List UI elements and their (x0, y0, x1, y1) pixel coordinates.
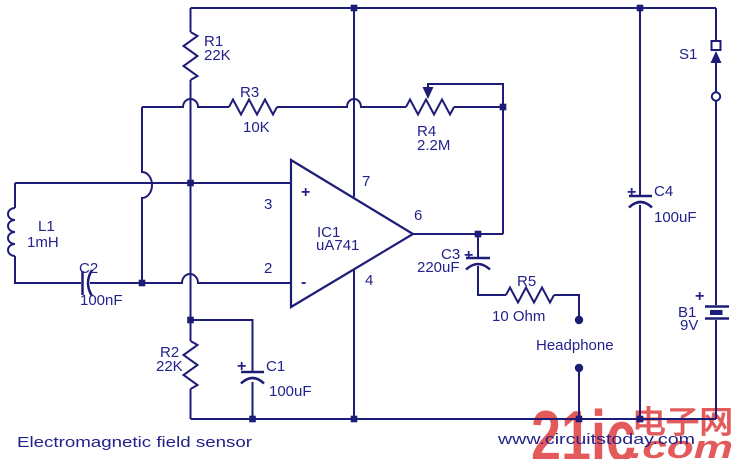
c3-value: 220uF (417, 259, 460, 276)
junction-dot (187, 179, 194, 187)
inductor-value: 1mH (27, 234, 59, 251)
opamp-ref: IC1 (317, 224, 340, 241)
junction-dot (636, 415, 644, 423)
junction-dot (350, 415, 358, 423)
s1-top-terminal (710, 40, 722, 51)
junction-dot (187, 316, 194, 324)
pin2-wire-with-hop (90, 273, 290, 284)
b1-ref: B1 (678, 304, 696, 321)
r3-r4-wire-with-hops (142, 98, 503, 108)
r5-value: 10 Ohm (492, 308, 545, 325)
watermark-21ic: 21ic (531, 397, 636, 459)
headphone-terminal-bottom (574, 363, 584, 373)
r4-value: 2.2M (417, 137, 450, 154)
c1-curved-plate (240, 376, 265, 385)
r1-ref: R1 (204, 33, 223, 50)
power-rails (190, 7, 716, 420)
opamp-part: uA741 (316, 237, 359, 254)
c1-value: 100uF (269, 383, 312, 400)
c4-ref: C4 (654, 183, 673, 200)
junction-dots (138, 4, 644, 423)
r4-zigzag (405, 97, 455, 117)
circuit-title: Electromagnetic field sensor (17, 434, 252, 451)
opamp-pin7-label: 7 (362, 173, 370, 190)
r2-ref: R2 (160, 344, 179, 361)
junction-dot (138, 279, 146, 287)
r5-ref: R5 (517, 273, 536, 290)
c4-plus-sign: + (627, 184, 636, 201)
b1-plus-sign: + (695, 288, 704, 305)
opamp-pin6-label: 6 (414, 207, 422, 224)
r5-right-wire (554, 294, 580, 316)
b1-value: 9V (680, 317, 698, 334)
watermark-com: .com (630, 429, 733, 459)
c3-curved-plate (465, 262, 491, 271)
connection-wires (14, 8, 717, 419)
capacitor-C2: C2 100nF (79, 260, 123, 309)
s1-ref: S1 (679, 46, 697, 63)
inductor-ref: L1 (38, 218, 55, 235)
junction-dot (249, 415, 256, 423)
opamp-IC1: + - IC1 uA741 3 2 7 4 6 (264, 158, 422, 309)
junction-dot (474, 230, 482, 238)
capacitor-C1: + C1 100uF (237, 358, 312, 400)
headphone-terminal-top (574, 315, 584, 325)
s1-blade-arrow (710, 51, 722, 63)
inductor-coil (7, 207, 16, 257)
inductor-L1: L1 1mH (7, 207, 59, 257)
opamp-pin4-label: 4 (365, 272, 373, 289)
c4-value: 100uF (654, 209, 697, 226)
headphone-jack: Headphone (536, 315, 614, 373)
junction-dot (499, 103, 507, 111)
resistor-R2: R2 22K (156, 340, 200, 390)
watermark-url: www.circuitstoday.com (497, 431, 695, 448)
r2-value: 22K (156, 358, 183, 375)
s1-bottom-terminal (710, 91, 722, 102)
opamp-pin3-label: 3 (264, 196, 272, 213)
opamp-triangle (289, 158, 416, 309)
watermark-logo: 21ic 电子网 .com (531, 397, 733, 459)
r3-ref: R3 (240, 84, 259, 101)
c3-bottom-lead (477, 266, 506, 296)
r3-branch-vertical-with-hop (141, 107, 153, 283)
c3-ref: C3 (441, 246, 460, 263)
r3-value: 10K (243, 119, 270, 136)
c1-plus-sign: + (237, 358, 246, 375)
c2-value: 100nF (80, 292, 123, 309)
resistor-R3: R3 10K (228, 84, 278, 136)
junction-dot (636, 4, 644, 12)
junction-dot (575, 415, 583, 423)
c1-branch-wire (190, 319, 254, 371)
c1-ref: C1 (266, 358, 285, 375)
capacitor-C4: + C4 100uF (627, 183, 697, 226)
r4-wiper-arrow (422, 87, 434, 99)
opamp-minus-sign: - (301, 274, 306, 291)
c4-curved-plate (628, 200, 653, 209)
r4-ref: R4 (417, 123, 436, 140)
r2-zigzag (181, 340, 200, 390)
switch-S1: S1 (679, 40, 722, 102)
capacitor-C3: C3 + 220uF (417, 246, 491, 276)
headphone-label: Headphone (536, 337, 614, 354)
r5-zigzag (505, 285, 555, 305)
r3-zigzag (228, 97, 278, 117)
c2-curved-plate (86, 269, 94, 297)
c3-plus-sign: + (464, 247, 473, 264)
junction-dot (350, 4, 358, 12)
r4-wiper-wire (427, 83, 504, 105)
opamp-plus-sign: + (301, 184, 310, 201)
c2-ref: C2 (79, 260, 98, 277)
potentiometer-R4: R4 2.2M (405, 83, 504, 154)
r1-value: 22K (204, 47, 231, 64)
battery-B1: + B1 9V (678, 288, 729, 334)
l1-bottom-lead (14, 256, 81, 284)
resistor-R5: R5 10 Ohm (492, 273, 555, 325)
resistor-R1: R1 22K (181, 31, 231, 81)
opamp-pin2-label: 2 (264, 260, 272, 277)
r1-zigzag (181, 31, 200, 81)
